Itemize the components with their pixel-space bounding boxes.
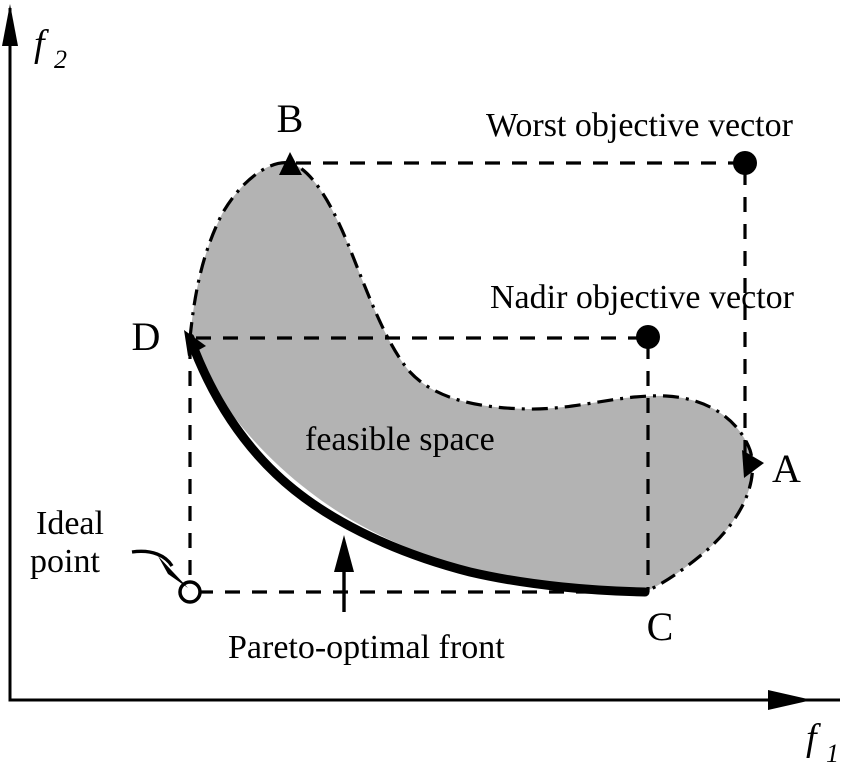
- label-point-a: A: [772, 446, 801, 491]
- label-pareto-optimal-front: Pareto-optimal front: [228, 629, 505, 666]
- ideal-point-leader-line: [131, 549, 174, 567]
- y-axis-arrowhead: [2, 4, 18, 46]
- y-axis-label-subscript: 2: [54, 45, 67, 74]
- label-point-b: B: [277, 96, 304, 141]
- marker-point-d: [184, 330, 206, 356]
- marker-ideal-point: [178, 580, 202, 604]
- marker-point-b: [279, 152, 302, 175]
- feasible-space-fill: [190, 162, 753, 593]
- figure-frame: [8, 8, 840, 702]
- y-axis-label: f: [34, 23, 49, 65]
- marker-worst-objective-vector: [733, 151, 757, 175]
- x-axis-label: f: [806, 717, 821, 759]
- x-axis-label-subscript: 1: [826, 739, 839, 764]
- pareto-optimal-front-curve: [185, 333, 650, 597]
- label-point-c: C: [647, 604, 674, 649]
- marker-nadir-objective-vector: [636, 325, 660, 349]
- ideal-point-arrowhead: [158, 556, 188, 588]
- pareto-front-arrowhead: [334, 535, 354, 572]
- label-nadir-objective-vector: Nadir objective vector: [490, 279, 795, 316]
- x-axis-arrowhead: [768, 690, 812, 710]
- label-ideal-point-line1: Ideal: [36, 505, 104, 542]
- label-point-d: D: [132, 314, 161, 359]
- label-feasible-space: feasible space: [305, 421, 495, 458]
- label-worst-objective-vector: Worst objective vector: [486, 107, 794, 144]
- marker-point-a: [742, 450, 764, 478]
- feasible-space-boundary: [188, 161, 755, 594]
- label-ideal-point-line2: point: [30, 543, 100, 580]
